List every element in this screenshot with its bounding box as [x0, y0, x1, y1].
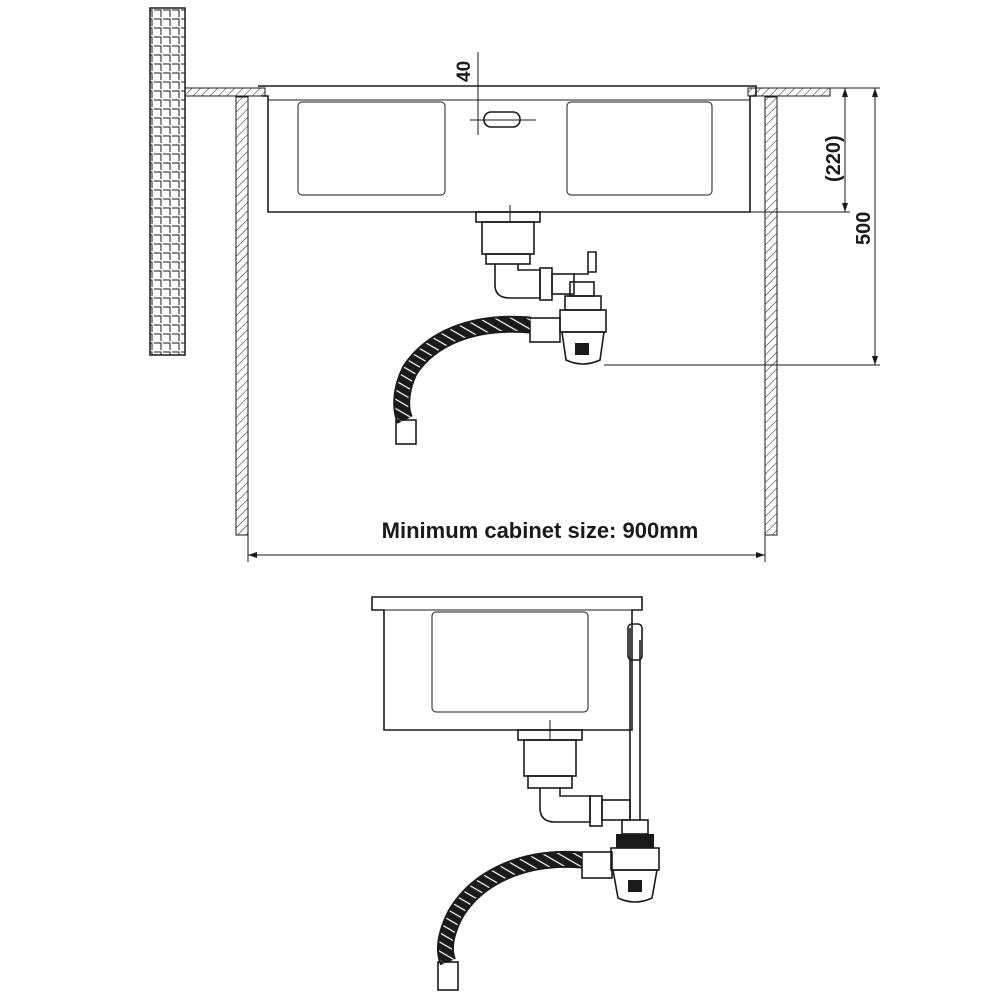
- dim-drain-height-label: 500: [853, 212, 875, 245]
- wall: [149, 7, 186, 356]
- dimension-40: 40: [454, 52, 536, 135]
- dim-overflow-label: 40: [454, 61, 475, 82]
- dimension-500: 500: [604, 87, 880, 366]
- cabinet-side-left: [235, 96, 249, 536]
- cabinet-side-right: [764, 96, 778, 536]
- double-sink: [258, 85, 757, 213]
- cabinet-size-label: Minimum cabinet size: 900mm: [382, 518, 699, 543]
- dimension-220: (220): [540, 87, 850, 213]
- single-sink-side-view: [371, 596, 660, 991]
- dim-sink-depth-label: (220): [823, 135, 845, 182]
- drain-trap-1: [393, 205, 607, 445]
- dimension-cabinet-width: Minimum cabinet size: 900mm: [247, 518, 766, 562]
- countertop-left: [184, 87, 266, 97]
- countertop-right: [747, 87, 831, 97]
